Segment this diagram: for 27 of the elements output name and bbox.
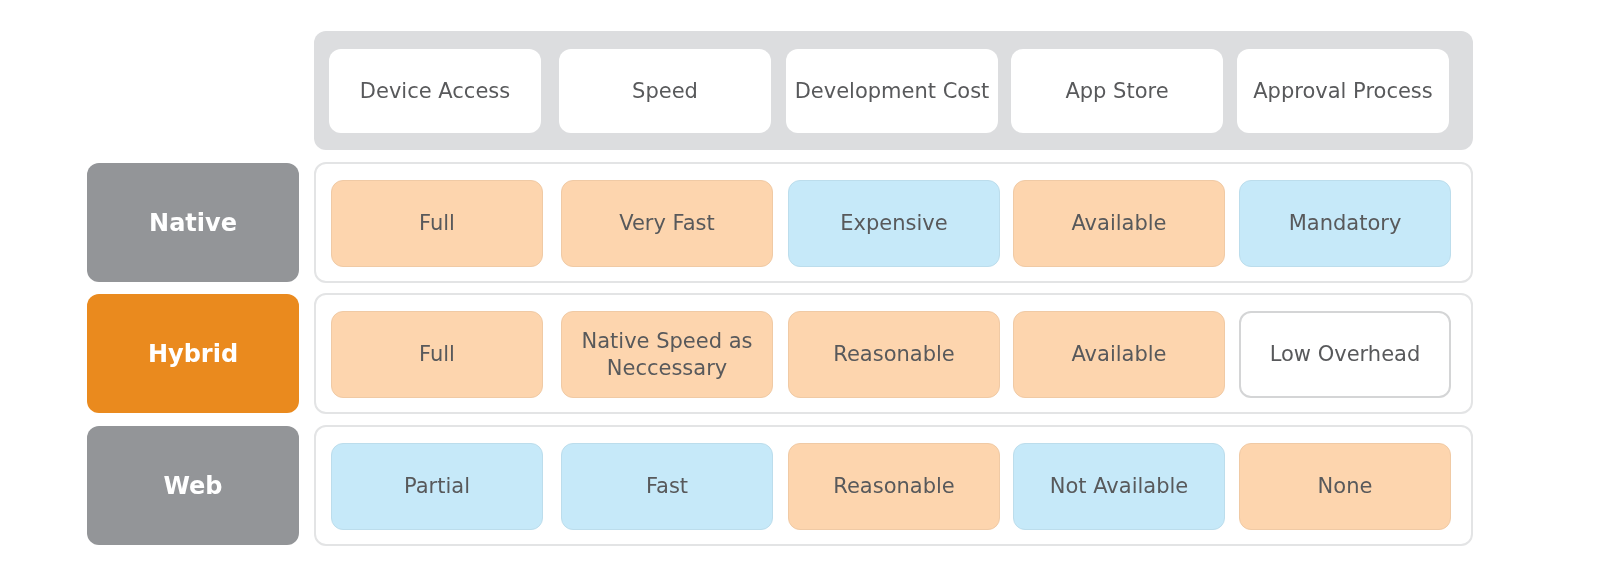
rating-tag: None (1239, 443, 1451, 530)
header-panel (314, 31, 1473, 150)
rating-tag: Available (1013, 311, 1225, 398)
rating-tag: Full (331, 311, 543, 398)
column-header: Development Cost (786, 49, 998, 133)
rating-tag: Partial (331, 443, 543, 530)
rating-tag: Native Speed as Neccessary (561, 311, 773, 398)
row-label: Hybrid (87, 294, 299, 413)
rating-tag: Mandatory (1239, 180, 1451, 267)
column-header: Speed (559, 49, 771, 133)
rating-tag: Reasonable (788, 443, 1000, 530)
rating-tag: Very Fast (561, 180, 773, 267)
row-label: Native (87, 163, 299, 282)
rating-tag: Full (331, 180, 543, 267)
rating-tag: Low Overhead (1239, 311, 1451, 398)
column-header: App Store (1011, 49, 1223, 133)
rating-tag: Available (1013, 180, 1225, 267)
row-panel (314, 162, 1473, 283)
column-header: Approval Process (1237, 49, 1449, 133)
rating-tag: Reasonable (788, 311, 1000, 398)
row-label: Web (87, 426, 299, 545)
rating-tag: Fast (561, 443, 773, 530)
rating-tag: Not Available (1013, 443, 1225, 530)
row-panel (314, 425, 1473, 546)
column-header: Device Access (329, 49, 541, 133)
rating-tag: Expensive (788, 180, 1000, 267)
row-panel (314, 293, 1473, 414)
